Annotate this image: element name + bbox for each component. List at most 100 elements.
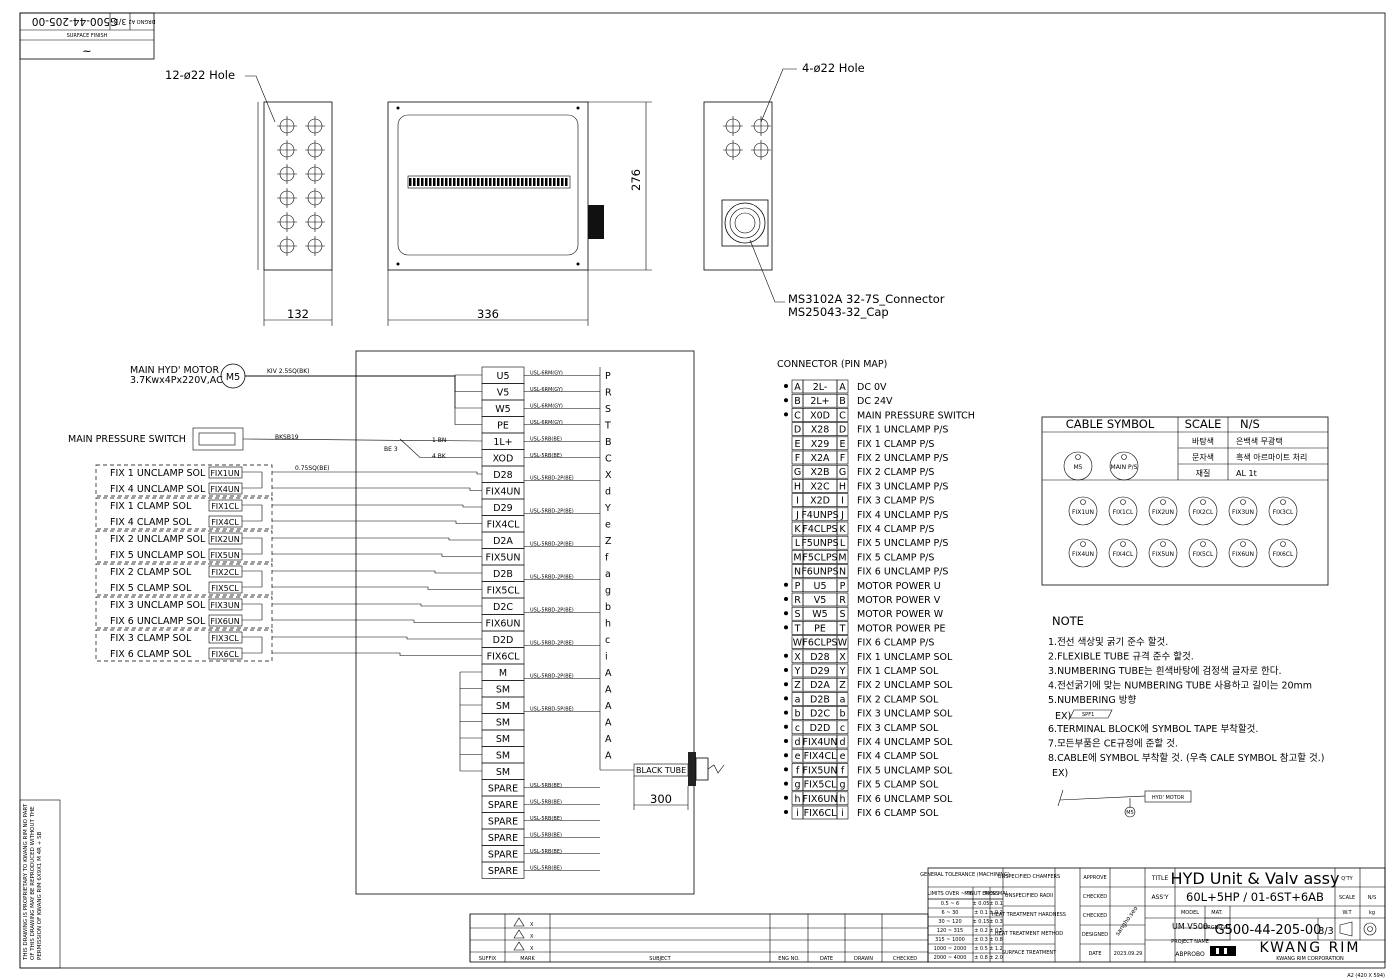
pin-desc: FIX 2 CLAMP P/S: [857, 467, 934, 478]
cable-label: USL-5RB(BE): [524, 799, 600, 805]
hole-right-label: 4-ø22 Hole: [802, 61, 865, 75]
pin-desc: MOTOR POWER W: [857, 609, 944, 620]
cable-symbol-tag: FIX5CL: [1188, 538, 1218, 568]
pin-signal: F5UNPS: [801, 538, 838, 549]
terminal-block: SPARE: [481, 828, 525, 846]
pin-id: a: [795, 694, 801, 705]
terminal-block: PE: [481, 416, 525, 434]
tol-cell: 30 ~ 120: [938, 919, 961, 925]
terminal-block: FIX6CL: [481, 647, 525, 665]
cable-label: USL-5RB(BE): [524, 816, 600, 822]
pin-desc: FIX 4 CLAMP P/S: [857, 524, 934, 535]
pin-id-2: R: [839, 595, 846, 606]
terminal-block: SPARE: [481, 845, 525, 863]
notes: NOTE 1.전선 색상및 굵기 준수 할것.2.FLEXIBLE TUBE 규…: [1048, 614, 1325, 818]
pin-letter: A: [605, 718, 612, 729]
project-label: PROJECT NAME: [1171, 939, 1209, 945]
sol-cable: 0.75SQ(BE): [295, 465, 329, 472]
rev-mark: X: [530, 934, 534, 940]
terminal-label: SPARE: [488, 784, 518, 795]
pin-id: A: [794, 382, 801, 393]
cable-symbol-tag: FIX4CL: [1108, 538, 1138, 568]
pin-id-2: W: [838, 638, 848, 649]
surface-finish-symbol: ~: [82, 44, 92, 58]
unspec-chamfers: UNSPECIFIED CHAMFERS: [998, 874, 1060, 880]
terminal-block: SM: [481, 729, 525, 747]
cable-label: USL-5RBD-2P(BE): [524, 475, 600, 481]
pin-signal: X2C: [810, 481, 830, 492]
pin-signal: X2D: [810, 496, 830, 507]
pin-signal: FIX6UN: [803, 794, 838, 805]
cable-symbol-tag: FIX3CL: [1268, 496, 1298, 526]
cable-symbol-text: FIX3UN: [1232, 509, 1254, 516]
pin-signal: D28: [810, 652, 829, 663]
terminal-label: SPARE: [488, 833, 518, 844]
hole: [305, 212, 325, 232]
pin-map-title: CONNECTOR (PIN MAP): [777, 359, 887, 370]
left-side-view: 132 12-ø22 Hole: [165, 68, 333, 326]
cable-label-text: USL-5RB(BE): [530, 832, 562, 838]
tol-cell: 1000 ~ 2000: [934, 946, 967, 952]
pin-letter: f: [605, 553, 609, 564]
pin-signal: D2A: [810, 680, 830, 691]
terminal-block: D2C: [481, 597, 525, 615]
pin-letter: A: [605, 751, 612, 762]
proprietary-text: THIS DRAWING IS PROPRIETARY TO KWANG RIM…: [23, 803, 43, 960]
note-item: 2.FLEXIBLE TUBE 규격 준수 할것.: [1048, 651, 1194, 663]
pressure-cable: BKSB19: [275, 434, 299, 441]
cable-symbol-text: FIX1UN: [1072, 509, 1094, 516]
panel-outline: [355, 350, 695, 895]
note-hyd-motor: HYD' MOTOR: [1152, 795, 1185, 801]
rev-header: SUBJECT: [649, 956, 671, 962]
pin-signal: F5CLPS: [802, 552, 837, 563]
pin-signal: FIX5CL: [804, 780, 837, 791]
solenoid-name: FIX 4 UNCLAMP SOL: [110, 484, 206, 495]
pin-desc: FIX 6 UNCLAMP P/S: [857, 567, 948, 578]
pin-id-2: Y: [839, 666, 846, 677]
note-item: 5.NUMBERING 방향: [1048, 694, 1136, 706]
pin-id: b: [794, 709, 800, 720]
tol-cell: ± 0.3: [989, 919, 1003, 925]
pin-desc: FIX 5 CLAMP P/S: [857, 552, 934, 563]
cable-symbol-text: FIX2CL: [1193, 509, 1214, 516]
terminal-block: SM: [481, 713, 525, 731]
pin-letter: a: [605, 569, 611, 580]
cable-scale-value: N/S: [1240, 417, 1260, 431]
pin-id: K: [794, 524, 801, 535]
solenoid-name: FIX 5 UNCLAMP SOL: [110, 550, 206, 561]
pin-signal: F4UNPS: [801, 510, 838, 521]
cable-prop-value: AL 1t: [1236, 469, 1257, 478]
terminal-label: XOD: [493, 454, 514, 465]
terminal-block: 1L+: [481, 432, 525, 450]
pin-desc: FIX 2 UNCLAMP SOL: [857, 680, 953, 691]
cable-symbol-tag: FIX3UN: [1228, 496, 1258, 526]
pin-desc: MOTOR POWER U: [857, 581, 941, 592]
pin-signal: D2D: [810, 723, 831, 734]
company-small: KWANG RIM CORPORATION: [1276, 956, 1344, 962]
pin-id: F: [795, 453, 800, 464]
cable-label-text: USL-5RBD-2P(BE): [530, 508, 574, 514]
hole: [305, 236, 325, 256]
terminal-block: FIX5CL: [481, 581, 525, 599]
cable-symbol-tag: FIX2UN: [1148, 496, 1178, 526]
tol-title: GENERAL TOLERANCE (MACHINING): [920, 872, 1010, 878]
cable-label-text: USL-5RBD-2P(BE): [530, 607, 574, 613]
pin-desc: FIX 1 UNCLAMP P/S: [857, 425, 948, 436]
checked-label: CHECKED: [1083, 894, 1107, 900]
tol-cell: ± 0.5: [974, 946, 988, 952]
pin-id-2: S: [839, 609, 845, 620]
terminal-block: SM: [481, 696, 525, 714]
pin-id: M: [793, 552, 801, 563]
terminal-block: SM: [481, 680, 525, 698]
